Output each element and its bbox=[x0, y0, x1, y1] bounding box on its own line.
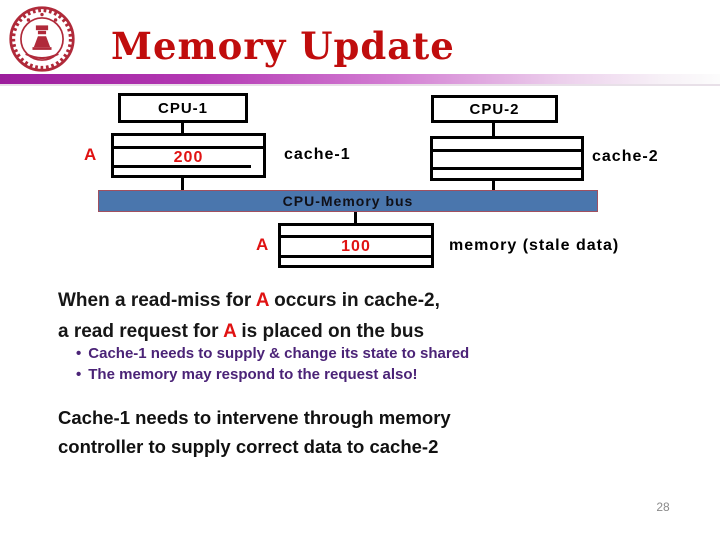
connector-cpu2-cache2 bbox=[492, 122, 495, 137]
bullet-item: • Cache-1 needs to supply & change its st… bbox=[76, 343, 469, 364]
paragraph-read-miss-line2: a read request for A is placed on the bu… bbox=[58, 316, 440, 347]
memory-row-divider-2 bbox=[281, 255, 431, 258]
cpu-memory-bus: CPU-Memory bus bbox=[98, 190, 598, 212]
cache1-value: 200 bbox=[173, 149, 204, 166]
page-title: Memory Update bbox=[111, 24, 455, 68]
bullet-icon: • bbox=[76, 366, 82, 383]
connector-cache2-bus bbox=[492, 179, 495, 191]
bullet-text: The memory may respond to the request al… bbox=[88, 366, 418, 383]
connector-cpu1-cache1 bbox=[181, 122, 184, 134]
paragraph-read-miss: When a read-miss for A occurs in cache-2… bbox=[58, 285, 440, 347]
memory-label: memory (stale data) bbox=[449, 237, 620, 254]
memory-row-divider-1 bbox=[281, 235, 431, 238]
memory-address-label: A bbox=[256, 235, 269, 254]
bullet-icon: • bbox=[76, 345, 82, 362]
cpu1-box: CPU-1 bbox=[118, 93, 248, 123]
connector-bus-memory bbox=[354, 210, 357, 224]
bullet-text: Cache-1 needs to supply & change its sta… bbox=[88, 345, 470, 362]
paragraph-intervene-line2: controller to supply correct data to cac… bbox=[58, 436, 439, 457]
address-a-highlight: A bbox=[255, 290, 269, 311]
connector-cache1-bus bbox=[181, 176, 184, 191]
cache1-row-divider bbox=[114, 146, 263, 149]
paragraph-intervene-line1: Cache-1 needs to intervene through memor… bbox=[58, 407, 451, 428]
bullet-list: • Cache-1 needs to supply & change its st… bbox=[76, 343, 469, 385]
cache1-box: 200 bbox=[111, 133, 266, 178]
cache1-row-divider-partial bbox=[114, 165, 252, 168]
cache2-row-divider-1 bbox=[433, 149, 581, 152]
header-divider-bar bbox=[0, 74, 720, 86]
paragraph-intervene: Cache-1 needs to intervene through memor… bbox=[58, 403, 451, 461]
address-a-highlight: A bbox=[223, 321, 237, 342]
memory-value: 100 bbox=[341, 238, 371, 255]
page-number: 28 bbox=[656, 500, 670, 514]
cpu2-box: CPU-2 bbox=[431, 95, 558, 123]
bullet-item: • The memory may respond to the request a… bbox=[76, 364, 469, 385]
university-seal-logo bbox=[9, 6, 75, 72]
paragraph-read-miss-line1: When a read-miss for A occurs in cache-2… bbox=[58, 285, 440, 316]
cache2-box bbox=[430, 136, 584, 181]
text-run: occurs in cache-2, bbox=[268, 290, 440, 311]
cache2-label: cache-2 bbox=[592, 148, 659, 165]
cache1-address-label: A bbox=[84, 145, 97, 164]
text-run: When a read-miss for bbox=[58, 290, 256, 311]
cache2-row-divider-2 bbox=[433, 167, 581, 170]
text-run: a read request for bbox=[58, 321, 224, 342]
cache1-label: cache-1 bbox=[284, 146, 351, 163]
text-run: is placed on the bus bbox=[236, 321, 425, 342]
memory-box: 100 bbox=[278, 223, 434, 268]
